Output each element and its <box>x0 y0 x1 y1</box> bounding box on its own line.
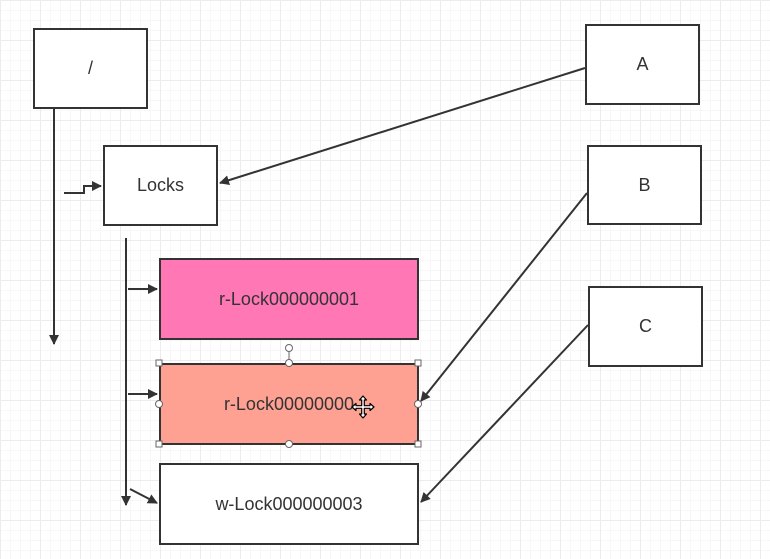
resize-handle-top-right[interactable] <box>414 359 422 367</box>
connector-locks-to-w3[interactable] <box>129 488 158 504</box>
connector-b-to-r2[interactable] <box>420 192 588 402</box>
resize-handle-right[interactable] <box>414 400 422 408</box>
resize-handle-bottom[interactable] <box>285 440 293 448</box>
rotate-handle[interactable] <box>285 344 293 352</box>
node-r-lock-1[interactable]: r-Lock000000001 <box>159 258 419 340</box>
resize-handle-bottom-left[interactable] <box>155 440 163 448</box>
resize-handle-top-left[interactable] <box>155 359 163 367</box>
connector-c-to-w3[interactable] <box>420 324 589 503</box>
resize-handle-bottom-right[interactable] <box>414 440 422 448</box>
connector-a-to-locks[interactable] <box>219 67 586 186</box>
move-cursor-icon <box>351 395 375 419</box>
connector-root-to-locks[interactable] <box>64 181 102 194</box>
node-client-c[interactable]: C <box>588 286 703 367</box>
node-client-b[interactable]: B <box>587 145 702 225</box>
resize-handle-left[interactable] <box>155 400 163 408</box>
resize-handle-top[interactable] <box>285 359 293 367</box>
